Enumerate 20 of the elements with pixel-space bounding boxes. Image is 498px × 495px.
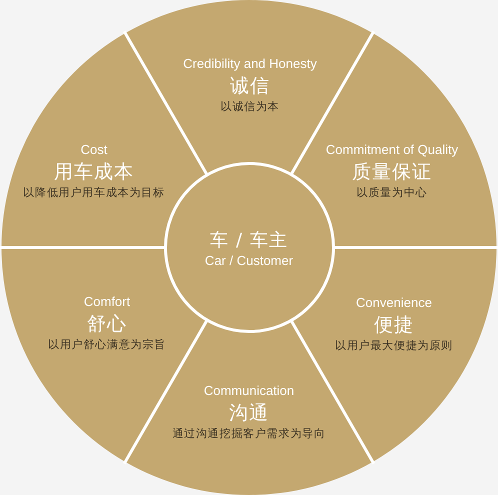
segment-description: 以质量为中心: [356, 186, 428, 200]
segment-heading: 便捷: [374, 314, 414, 336]
segment-title: Commitment of Quality: [326, 142, 458, 158]
segment-title: Convenience: [356, 295, 432, 311]
segment-description: 通过沟通挖掘客户需求为导向: [172, 427, 326, 441]
segment-description: 以诚信为本: [220, 100, 280, 114]
center-title: 车 / 车主: [210, 230, 288, 252]
segment-heading: 质量保证: [352, 161, 432, 183]
center-subtitle: Car / Customer: [204, 253, 294, 269]
segment-title: Cost: [80, 142, 108, 158]
segment-description: 以用户舒心满意为宗旨: [48, 338, 166, 352]
segment-title: Comfort: [84, 294, 130, 310]
segment-heading: 用车成本: [54, 161, 134, 183]
segment-title: Communication: [204, 383, 294, 399]
segment-title: Credibility and Honesty: [183, 56, 317, 72]
segment-heading: 诚信: [230, 75, 270, 97]
segment-heading: 沟通: [229, 402, 269, 424]
segment-description: 以降低用户用车成本为目标: [23, 186, 165, 200]
segment-heading: 舒心: [87, 313, 127, 335]
segment-description: 以用户最大便捷为原则: [335, 339, 453, 353]
